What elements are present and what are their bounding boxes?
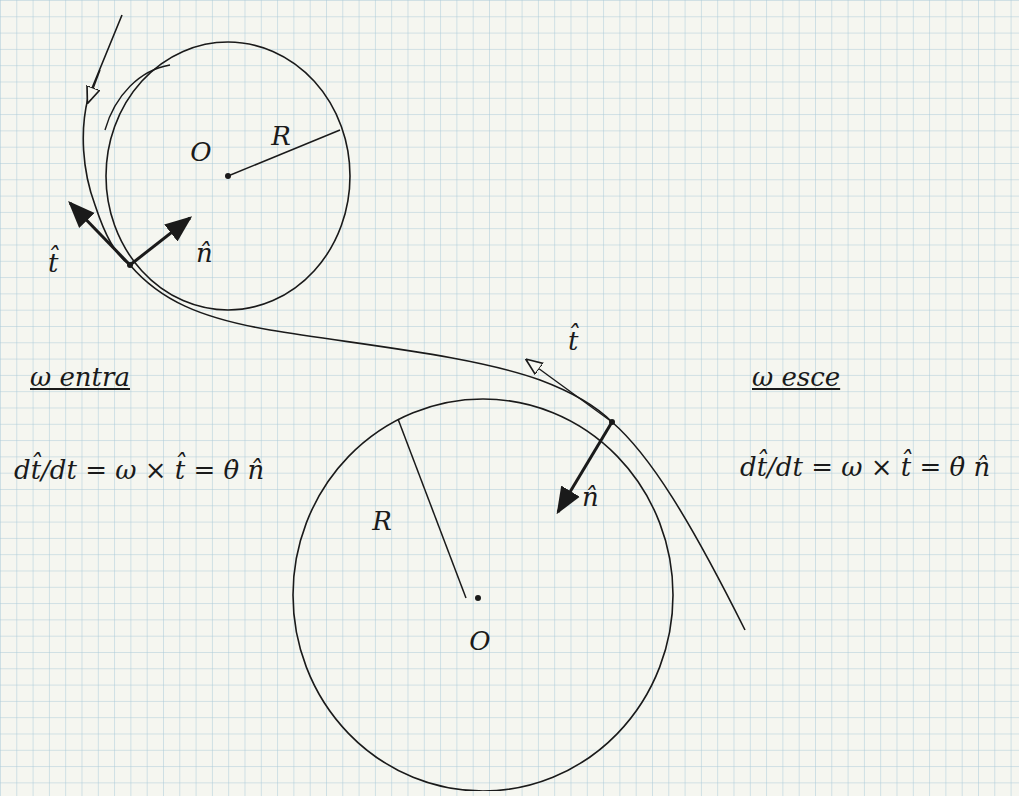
annotation: ω entra	[30, 362, 130, 393]
osculating-arc	[105, 65, 170, 130]
annotation: t̂	[48, 248, 58, 279]
normal-vector	[130, 218, 190, 265]
circle: OR	[103, 40, 353, 312]
tangent-vector	[527, 360, 612, 422]
annotation: dt̂/dt = ω × t̂ = θ̇ n̂	[740, 452, 990, 483]
circle-label: R	[271, 122, 291, 151]
circle-label: O	[190, 138, 211, 167]
annotation: t̂	[568, 326, 578, 357]
point	[609, 419, 615, 425]
radius-line	[398, 419, 466, 598]
circle-outline	[293, 399, 673, 791]
annotation: n̂	[196, 238, 213, 269]
circle-outline	[103, 40, 353, 312]
point	[127, 262, 133, 268]
velocity-arrow	[88, 70, 100, 102]
circle-label: O	[469, 627, 490, 656]
trajectory-curve	[83, 15, 745, 630]
circle: RO	[290, 393, 682, 791]
annotation: ω esce	[752, 362, 840, 393]
circle-outline	[106, 42, 350, 310]
center-dot	[475, 595, 481, 601]
annotation: n̂	[582, 482, 599, 513]
center-dot	[225, 173, 231, 179]
circle-outline	[290, 393, 682, 791]
tangent-vector	[70, 203, 130, 265]
annotation: dt̂/dt = ω × t̂ = θ̇ n̂	[14, 455, 264, 486]
circle-label: R	[372, 507, 392, 536]
